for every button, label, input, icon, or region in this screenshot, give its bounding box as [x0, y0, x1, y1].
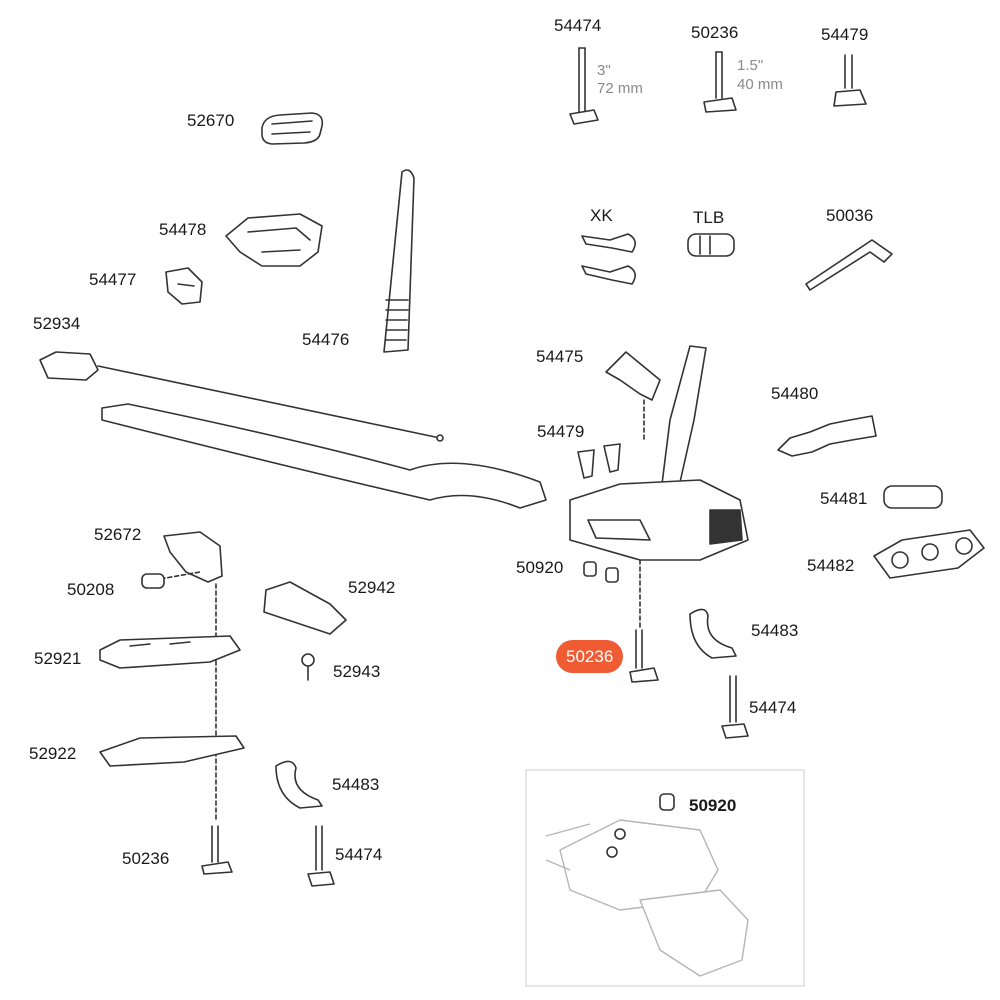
label-52922: 52922: [29, 744, 77, 763]
label-54476: 54476: [302, 330, 350, 349]
label-50920-mid: 50920: [516, 558, 564, 577]
label-50208: 50208: [67, 580, 115, 599]
label-54474-top: 54474: [554, 16, 602, 35]
frame-54475: [569, 345, 749, 561]
pad-52942: [263, 581, 347, 635]
strap-54476: [383, 169, 415, 353]
screw-52943: [301, 653, 315, 681]
wheel-tray-52934: [39, 351, 547, 509]
label-52942: 52942: [348, 578, 396, 597]
bolts-54479-mid: [577, 443, 621, 479]
bolt-54479-top: [833, 54, 867, 107]
label-52943: 52943: [333, 662, 381, 681]
inset-detail: [525, 769, 805, 987]
allen-key-50036: [805, 239, 893, 291]
label-50236-left: 50236: [122, 849, 170, 868]
bracket-52672: [153, 531, 223, 583]
dimension-54474-mm: 72 mm: [597, 80, 643, 97]
clamp-54478: [225, 213, 323, 267]
label-xk: XK: [590, 206, 613, 225]
label-54483-left: 54483: [332, 775, 380, 794]
label-52934: 52934: [33, 314, 81, 333]
label-50036: 50036: [826, 206, 874, 225]
label-54474-right: 54474: [749, 698, 797, 717]
bolt-50236-top: [703, 51, 737, 113]
bolt-50236-right: [629, 629, 659, 683]
part-54482: [873, 529, 985, 579]
bolt-54474-left: [307, 825, 335, 887]
dimension-50236-mm: 40 mm: [737, 76, 783, 93]
label-54475: 54475: [536, 347, 584, 366]
part-54481: [883, 485, 943, 509]
clamp-54483-right: [689, 608, 737, 659]
part-54480: [777, 415, 877, 457]
label-54480: 54480: [771, 384, 819, 403]
plate-52921: [99, 635, 241, 669]
label-54481: 54481: [820, 489, 868, 508]
dimension-54474-inches: 3": [597, 62, 611, 79]
lock-tlb: [687, 233, 735, 257]
label-54479-mid: 54479: [537, 422, 585, 441]
dimension-50236-inches: 1.5": [737, 57, 764, 74]
pin-50208: [141, 573, 165, 589]
plate-52922: [99, 735, 245, 767]
label-52672: 52672: [94, 525, 142, 544]
clamp-54483-left: [275, 760, 323, 809]
label-50236-top: 50236: [691, 23, 739, 42]
clip-54477: [165, 267, 203, 305]
highlighted-part-50236[interactable]: 50236: [556, 640, 624, 673]
keys-xk: [581, 233, 636, 285]
label-54483-right: 54483: [751, 621, 799, 640]
label-54474-left: 54474: [335, 845, 383, 864]
label-54479-top: 54479: [821, 25, 869, 44]
label-54478: 54478: [159, 220, 207, 239]
label-tlb: TLB: [693, 208, 725, 227]
label-50920-inset: 50920: [689, 796, 737, 815]
label-54482: 54482: [807, 556, 855, 575]
spacers-50920: [583, 561, 619, 583]
bolt-50236-left: [201, 825, 233, 875]
label-52670: 52670: [187, 111, 235, 130]
label-54477: 54477: [89, 270, 137, 289]
strap-pad-52670: [261, 112, 324, 145]
label-52921: 52921: [34, 649, 82, 668]
bolt-54474-top: [569, 47, 599, 125]
bolt-54474-right: [721, 675, 749, 739]
